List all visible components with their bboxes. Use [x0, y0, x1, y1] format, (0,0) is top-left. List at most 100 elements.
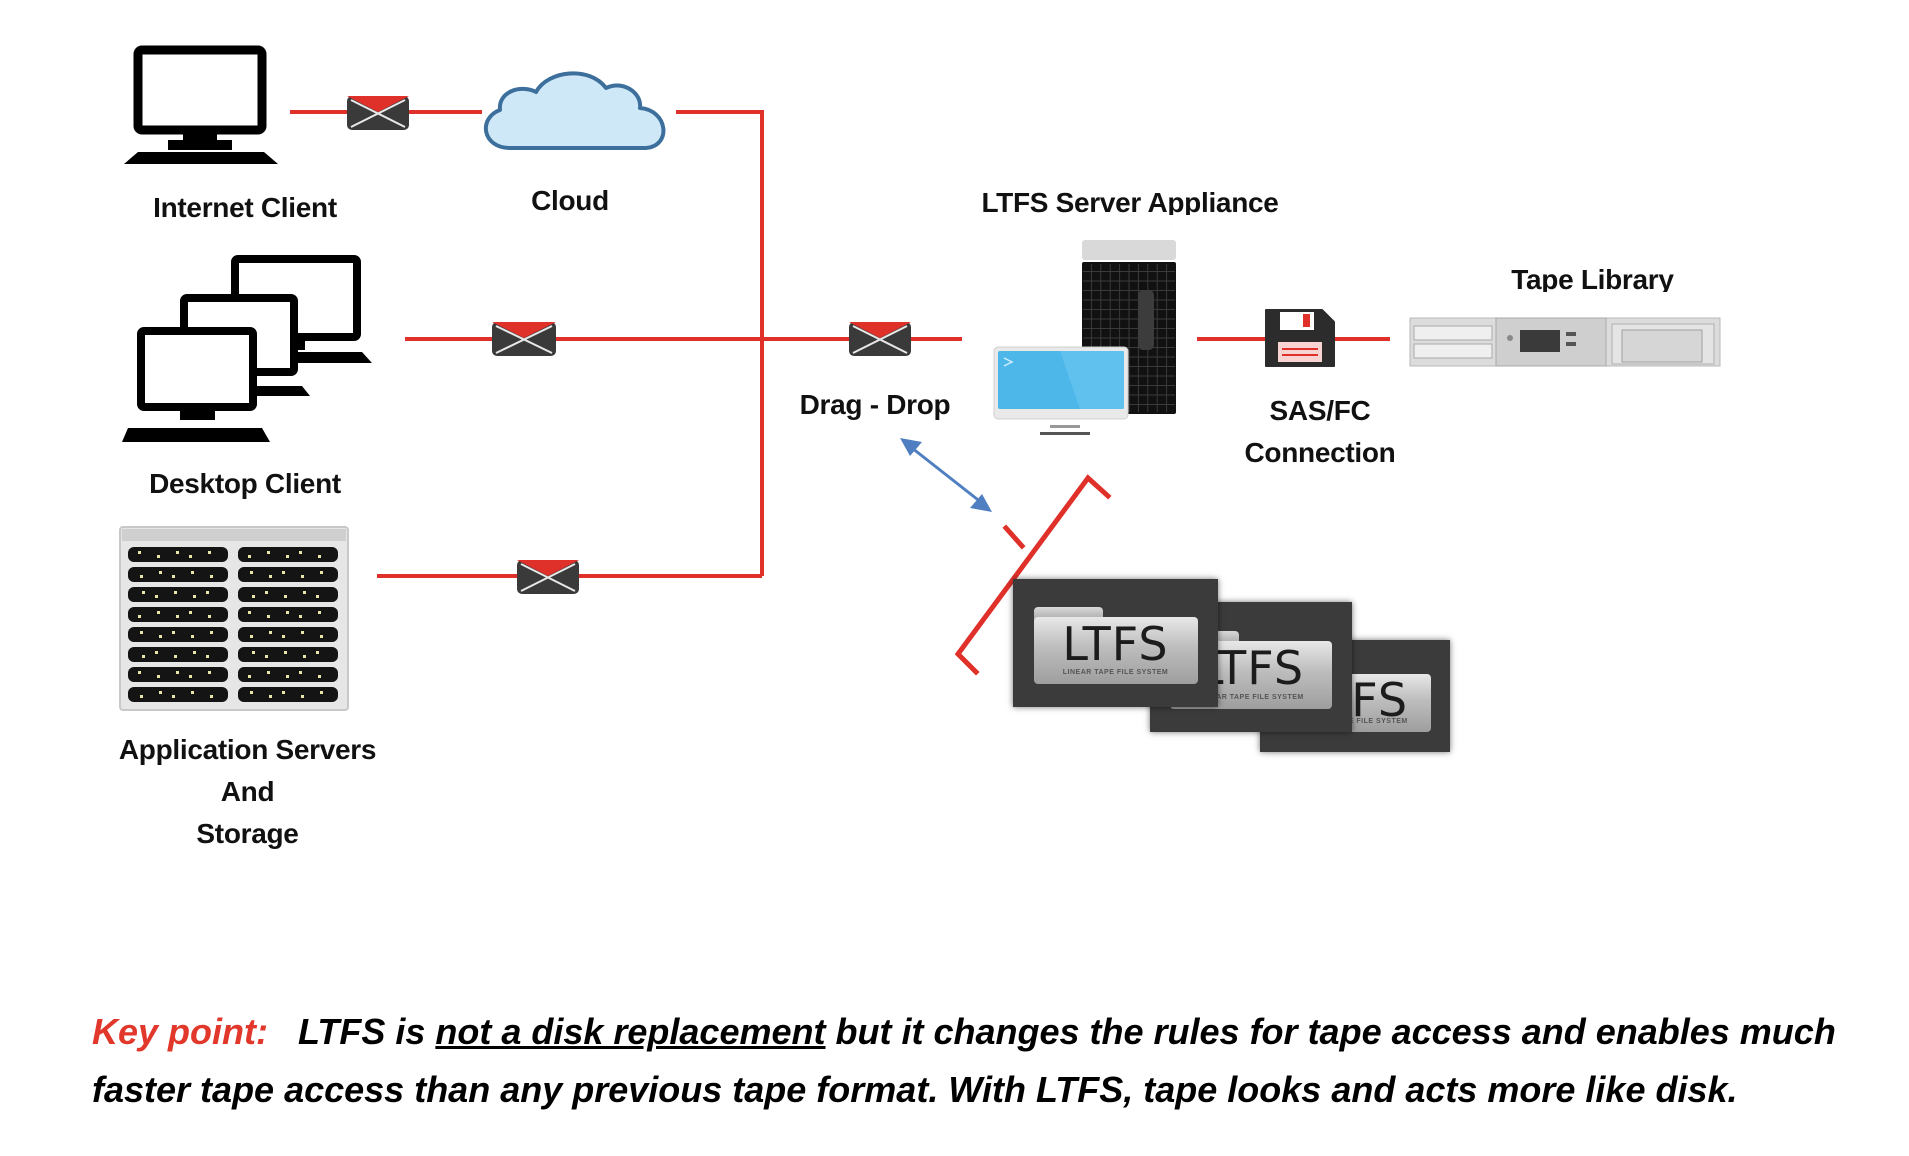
rack-led — [159, 571, 162, 574]
rack-led — [142, 591, 145, 594]
caption-text-part1: LTFS is — [298, 1011, 436, 1052]
rack-led — [176, 671, 179, 674]
desktop-client-label: Desktop Client — [149, 468, 341, 499]
folder-subtitle: LINEAR TAPE FILE SYSTEM — [1198, 693, 1304, 701]
rack-led — [248, 675, 251, 678]
rack-led — [159, 691, 162, 694]
rack-unit — [238, 547, 338, 562]
rack-unit — [238, 607, 338, 622]
rack-led — [303, 591, 306, 594]
rack-led — [172, 695, 175, 698]
rack-led — [210, 575, 213, 578]
rack-led — [210, 695, 213, 698]
rack-led — [301, 695, 304, 698]
rack-led — [248, 611, 251, 614]
folder-tab — [1033, 607, 1104, 620]
rack-led — [138, 551, 141, 554]
rack-led — [282, 691, 285, 694]
rack-led — [138, 671, 141, 674]
rack-led — [252, 651, 255, 654]
rack-led — [172, 575, 175, 578]
rack-led — [176, 551, 179, 554]
rack-led — [140, 695, 143, 698]
tape-library-label: Tape Library — [1511, 264, 1674, 292]
rack-led — [210, 631, 213, 634]
ltfs-folder-icon: LTFS LINEAR TAPE FILE SYSTEM — [1033, 617, 1198, 684]
rack-led — [159, 635, 162, 638]
rack-led — [269, 575, 272, 578]
rack-led — [191, 571, 194, 574]
rack-led — [301, 631, 304, 634]
rack-led — [269, 631, 272, 634]
envelope-icon — [849, 322, 911, 356]
rack-led — [286, 611, 289, 614]
rack-led — [155, 651, 158, 654]
rack-unit — [238, 567, 338, 582]
rack-led — [252, 595, 255, 598]
ltfs-server-appliance-label: LTFS Server Appliance — [981, 187, 1279, 215]
rack-led — [248, 555, 251, 558]
rack-led — [189, 675, 192, 678]
rack-led — [208, 671, 211, 674]
rack-led — [191, 635, 194, 638]
internet-client-monitor-icon — [124, 45, 278, 164]
ltfs-folder-card: LTFS LINEAR TAPE FILE SYSTEM — [1013, 579, 1218, 707]
rack-unit — [238, 687, 338, 702]
rack-led — [140, 631, 143, 634]
internet-client-label: Internet Client — [153, 192, 337, 223]
rack-led — [157, 611, 160, 614]
rack-led — [269, 695, 272, 698]
line-cloud-to-bus — [676, 110, 764, 576]
rack-led — [189, 611, 192, 614]
key-point-caption: Key point: LTFS is not a disk replacemen… — [92, 1003, 1872, 1119]
envelope-icon — [492, 322, 556, 356]
rack-led — [138, 615, 141, 618]
caption-underlined-text: not a disk replacement — [435, 1011, 826, 1052]
drag-drop-label: Drag - Drop — [799, 389, 951, 420]
rack-led — [155, 595, 158, 598]
rack-led — [316, 651, 319, 654]
rack-led — [286, 555, 289, 558]
folder-subtitle: LINEAR TAPE FILE SYSTEM — [1302, 717, 1408, 725]
label-line: SAS/FC — [1269, 395, 1371, 426]
rack-led — [250, 571, 253, 574]
rack-led — [320, 691, 323, 694]
rack-led — [318, 675, 321, 678]
rack-led — [250, 635, 253, 638]
rack-led — [320, 635, 323, 638]
rack-led — [157, 555, 160, 558]
rack-led — [208, 615, 211, 618]
rack-led — [267, 551, 270, 554]
rack-led — [206, 591, 209, 594]
rack-led — [282, 571, 285, 574]
rack-led — [157, 675, 160, 678]
rack-unit — [128, 667, 228, 682]
rack-unit — [128, 587, 228, 602]
label-line: Connection — [1244, 437, 1396, 468]
tape-library-icon — [1409, 317, 1721, 367]
label-line: And — [220, 776, 275, 807]
rack-led — [316, 595, 319, 598]
envelope-icon — [347, 96, 409, 130]
application-servers-rack-icon — [119, 526, 349, 711]
folder-subtitle: LINEAR TAPE FILE SYSTEM — [1062, 668, 1169, 676]
key-point-label: Key point: — [92, 1011, 268, 1052]
rack-led — [172, 631, 175, 634]
rack-led — [267, 671, 270, 674]
rack-unit — [238, 587, 338, 602]
rack-led — [320, 571, 323, 574]
ltfs-folders-bracket — [954, 474, 1112, 676]
rack-led — [301, 575, 304, 578]
rack-led — [286, 675, 289, 678]
connector-lines — [290, 110, 1390, 578]
rack-led — [193, 595, 196, 598]
rack-unit — [128, 567, 228, 582]
folder-title: LTFS — [1062, 617, 1169, 672]
rack-led — [265, 655, 268, 658]
rack-led — [303, 655, 306, 658]
rack-led — [176, 615, 179, 618]
desktop-client-multi-monitor-icon — [122, 255, 372, 442]
cloud-label: Cloud — [531, 185, 609, 216]
rack-led — [189, 555, 192, 558]
